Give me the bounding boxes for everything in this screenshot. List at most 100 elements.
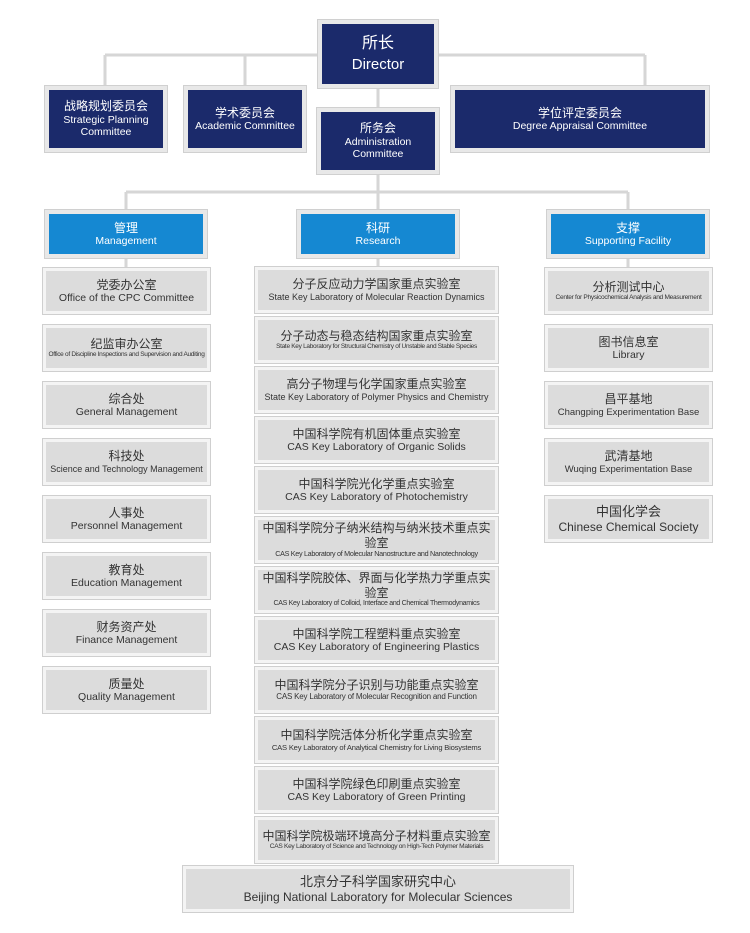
committee-zh: 战略规划委员会 bbox=[63, 99, 148, 114]
research-lab: 分子反应动力学国家重点实验室 State Key Laboratory of M… bbox=[255, 267, 498, 313]
support-unit: 中国化学会 Chinese Chemical Society bbox=[545, 496, 712, 542]
management-unit: 财务资产处 Finance Management bbox=[43, 610, 210, 656]
management-unit: 教育处 Education Management bbox=[43, 553, 210, 599]
committee-academic: 学术委员会 Academic Committee bbox=[184, 86, 306, 152]
support-unit: 图书信息室 Library bbox=[545, 325, 712, 371]
lab-zh: 中国科学院绿色印刷重点实验室 bbox=[292, 776, 461, 791]
lab-en: CAS Key Laboratory of Molecular Recognit… bbox=[276, 692, 477, 702]
lab-zh: 分子动态与稳态结构国家重点实验室 bbox=[280, 328, 473, 343]
lab-en: State Key Laboratory for Structural Chem… bbox=[276, 343, 477, 351]
unit-en: Science and Technology Management bbox=[50, 463, 203, 474]
committee-en: Degree Appraisal Committee bbox=[512, 119, 648, 132]
lab-zh: 中国科学院工程塑料重点实验室 bbox=[292, 626, 461, 641]
unit-zh: 中国化学会 bbox=[595, 504, 661, 519]
research-lab: 中国科学院胶体、界面与化学热力学重点实验室 CAS Key Laboratory… bbox=[255, 567, 498, 613]
director-zh: 所长 bbox=[361, 34, 394, 52]
lab-en: CAS Key Laboratory of Molecular Nanostru… bbox=[275, 549, 478, 559]
unit-zh: 党委办公室 bbox=[96, 277, 157, 292]
unit-zh: 财务资产处 bbox=[96, 619, 157, 634]
research-lab: 分子动态与稳态结构国家重点实验室 State Key Laboratory fo… bbox=[255, 317, 498, 363]
lab-zh: 中国科学院极端环境高分子材料重点实验室 bbox=[262, 828, 491, 843]
lab-en: CAS Key Laboratory of Science and Techno… bbox=[269, 843, 484, 851]
national-lab-zh: 北京分子科学国家研究中心 bbox=[299, 874, 456, 889]
lab-zh: 中国科学院分子识别与功能重点实验室 bbox=[274, 678, 479, 692]
committee-zh: 学术委员会 bbox=[214, 105, 275, 120]
research-lab: 中国科学院有机固体重点实验室 CAS Key Laboratory of Org… bbox=[255, 417, 498, 463]
committee-en: Administration Committee bbox=[344, 135, 412, 161]
lab-en: CAS Key Laboratory of Colloid, Interface… bbox=[273, 600, 480, 608]
division-en: Management bbox=[95, 234, 157, 247]
unit-zh: 分析测试中心 bbox=[592, 279, 665, 294]
division-research: 科研 Research bbox=[297, 210, 459, 258]
division-supporting-facility: 支撑 Supporting Facility bbox=[547, 210, 709, 258]
lab-en: CAS Key Laboratory of Photochemistry bbox=[285, 490, 468, 503]
management-unit: 党委办公室 Office of the CPC Committee bbox=[43, 268, 210, 314]
division-management: 管理 Management bbox=[45, 210, 207, 258]
committee-administration: 所务会 Administration Committee bbox=[317, 108, 439, 174]
unit-en: Wuqing Experimentation Base bbox=[564, 463, 693, 475]
division-zh: 科研 bbox=[365, 220, 390, 235]
lab-en: CAS Key Laboratory of Green Printing bbox=[287, 790, 466, 803]
lab-zh: 中国科学院有机固体重点实验室 bbox=[292, 426, 461, 441]
division-en: Research bbox=[355, 234, 401, 247]
unit-zh: 纪监审办公室 bbox=[90, 336, 163, 351]
research-lab: 中国科学院分子纳米结构与纳米技术重点实验室 CAS Key Laboratory… bbox=[255, 517, 498, 563]
national-lab-en: Beijing National Laboratory for Molecula… bbox=[243, 889, 513, 904]
committee-degree-appraisal: 学位评定委员会 Degree Appraisal Committee bbox=[451, 86, 709, 152]
unit-zh: 昌平基地 bbox=[604, 392, 653, 407]
unit-zh: 人事处 bbox=[108, 505, 145, 520]
national-laboratory: 北京分子科学国家研究中心 Beijing National Laboratory… bbox=[183, 866, 573, 912]
lab-zh: 分子反应动力学国家重点实验室 bbox=[292, 277, 461, 292]
research-lab: 中国科学院活体分析化学重点实验室 CAS Key Laboratory of A… bbox=[255, 717, 498, 763]
committee-en: Academic Committee bbox=[195, 119, 295, 132]
unit-zh: 图书信息室 bbox=[598, 334, 659, 349]
research-lab: 中国科学院绿色印刷重点实验室 CAS Key Laboratory of Gre… bbox=[255, 767, 498, 813]
lab-zh: 中国科学院光化学重点实验室 bbox=[298, 476, 455, 491]
unit-en: Education Management bbox=[71, 576, 182, 589]
unit-en: Changping Experimentation Base bbox=[557, 406, 700, 418]
research-lab: 中国科学院工程塑料重点实验室 CAS Key Laboratory of Eng… bbox=[255, 617, 498, 663]
unit-en: Office of Discipline Inspections and Sup… bbox=[48, 351, 205, 359]
unit-en: Library bbox=[612, 348, 645, 361]
support-unit: 分析测试中心 Center for Physicochemical Analys… bbox=[545, 268, 712, 314]
lab-en: CAS Key Laboratory of Organic Solids bbox=[287, 440, 466, 453]
research-lab: 高分子物理与化学国家重点实验室 State Key Laboratory of … bbox=[255, 367, 498, 413]
lab-en: CAS Key Laboratory of Engineering Plasti… bbox=[273, 640, 480, 653]
committee-zh: 所务会 bbox=[359, 121, 396, 136]
lab-zh: 中国科学院活体分析化学重点实验室 bbox=[280, 728, 473, 743]
unit-en: Quality Management bbox=[78, 690, 175, 703]
committee-strategic-planning: 战略规划委员会 Strategic Planning Committee bbox=[45, 86, 167, 152]
unit-en: Office of the CPC Committee bbox=[58, 291, 195, 304]
management-unit: 综合处 General Management bbox=[43, 382, 210, 428]
lab-en: State Key Laboratory of Molecular Reacti… bbox=[268, 291, 485, 302]
unit-zh: 质量处 bbox=[108, 676, 145, 691]
support-unit: 武清基地 Wuqing Experimentation Base bbox=[545, 439, 712, 485]
research-lab: 中国科学院极端环境高分子材料重点实验室 CAS Key Laboratory o… bbox=[255, 817, 498, 863]
unit-en: Chinese Chemical Society bbox=[558, 519, 699, 534]
unit-zh: 综合处 bbox=[108, 391, 145, 406]
division-zh: 管理 bbox=[113, 220, 138, 235]
unit-en: Personnel Management bbox=[70, 519, 183, 532]
lab-en: State Key Laboratory of Polymer Physics … bbox=[264, 391, 489, 402]
committee-en: Strategic Planning Committee bbox=[63, 113, 149, 139]
support-unit: 昌平基地 Changping Experimentation Base bbox=[545, 382, 712, 428]
lab-en: CAS Key Laboratory of Analytical Chemist… bbox=[271, 742, 482, 752]
unit-zh: 科技处 bbox=[108, 449, 145, 464]
management-unit: 科技处 Science and Technology Management bbox=[43, 439, 210, 485]
research-lab: 中国科学院分子识别与功能重点实验室 CAS Key Laboratory of … bbox=[255, 667, 498, 713]
unit-en: Finance Management bbox=[75, 633, 178, 646]
unit-zh: 武清基地 bbox=[604, 449, 653, 464]
unit-en: General Management bbox=[75, 405, 178, 418]
management-unit: 人事处 Personnel Management bbox=[43, 496, 210, 542]
division-en: Supporting Facility bbox=[584, 234, 672, 247]
unit-en: Center for Physicochemical Analysis and … bbox=[555, 294, 702, 302]
committee-zh: 学位评定委员会 bbox=[537, 105, 622, 120]
management-unit: 纪监审办公室 Office of Discipline Inspections … bbox=[43, 325, 210, 371]
lab-zh: 中国科学院分子纳米结构与纳米技术重点实验室 bbox=[262, 521, 491, 550]
management-unit: 质量处 Quality Management bbox=[43, 667, 210, 713]
lab-zh: 高分子物理与化学国家重点实验室 bbox=[286, 377, 467, 392]
director-box: 所长 Director bbox=[318, 20, 438, 88]
unit-zh: 教育处 bbox=[108, 562, 145, 577]
director-en: Director bbox=[351, 56, 405, 74]
division-zh: 支撑 bbox=[615, 220, 640, 235]
